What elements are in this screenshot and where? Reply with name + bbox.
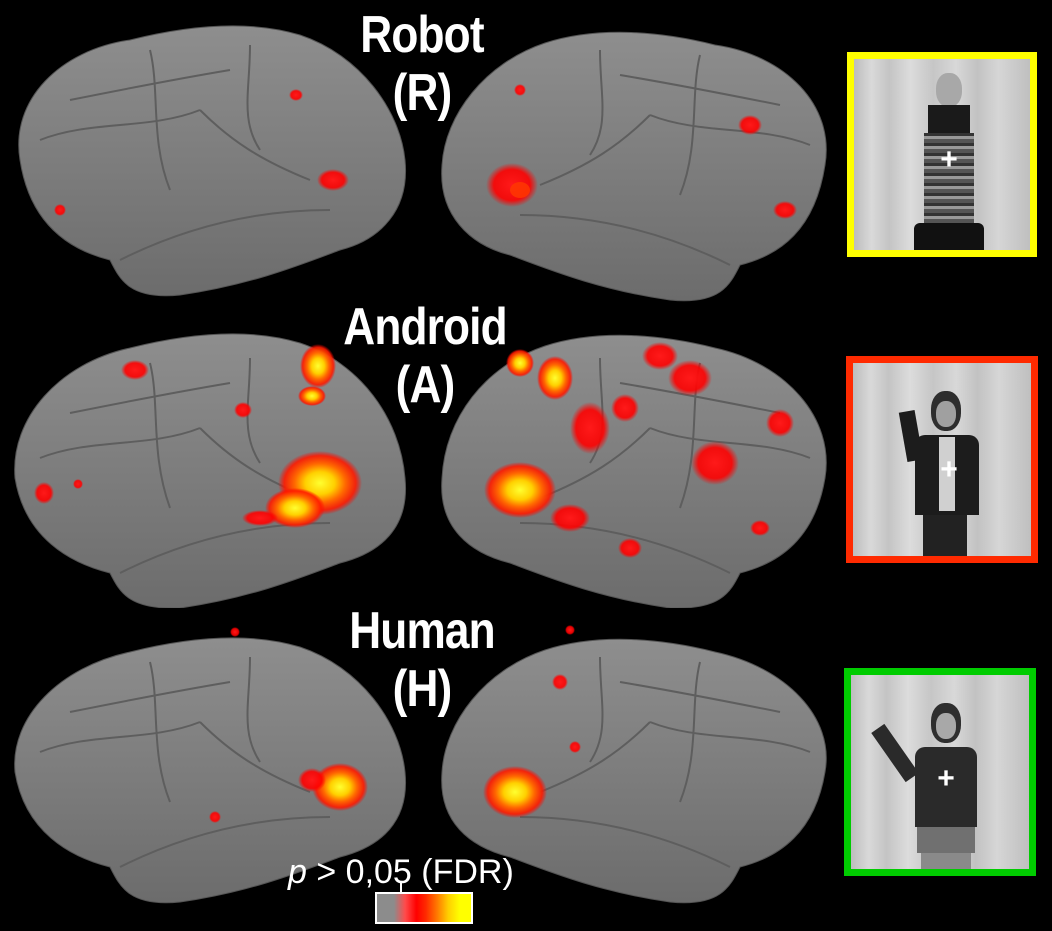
condition-name: Robot [360,6,484,64]
condition-name: Android [343,298,507,356]
condition-abbr: (H) [392,660,453,718]
left-hemisphere-robot [18,25,407,297]
condition-abbr: (A) [395,356,456,414]
stimulus-photo-android: + [846,356,1038,563]
threshold-text: > 0,05 (FDR) [306,853,514,891]
condition-title-android: Android (A) [336,298,515,414]
condition-title-robot: Robot (R) [337,6,507,122]
robot-figure [914,73,984,250]
stimulus-photo-robot: + [847,52,1037,257]
condition-title-human: Human (H) [337,602,507,718]
threshold-tick [400,882,402,900]
p-symbol: p [288,853,307,891]
stimulus-photo-human: + [844,668,1036,876]
human-figure [871,703,991,869]
right-hemisphere-robot [441,31,827,302]
right-hemisphere-human [441,625,827,904]
android-figure [893,391,993,556]
fixation-cross: + [937,762,955,795]
condition-name: Human [349,602,495,660]
fixation-cross: + [940,453,958,486]
left-hemisphere-human [14,627,407,904]
activation-blob [317,169,349,191]
right-hemisphere-android [441,334,827,608]
threshold-legend: p > 0,05 (FDR) [288,852,514,892]
condition-abbr: (R) [392,64,453,122]
colorbar [375,892,473,924]
left-hemisphere-android [14,333,407,608]
fixation-cross: + [940,143,958,176]
